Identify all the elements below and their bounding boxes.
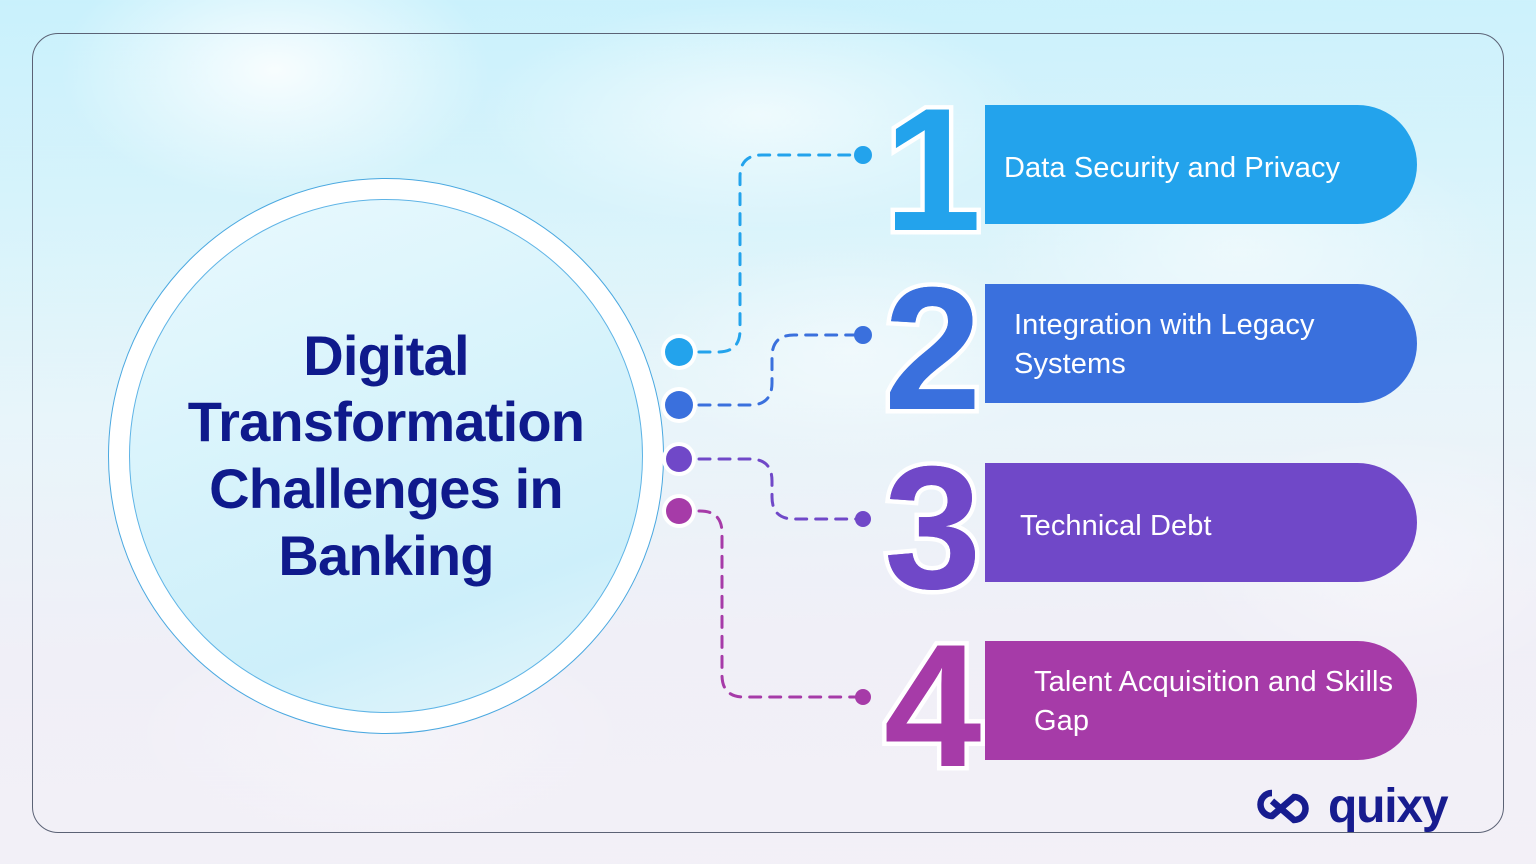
endpoint-dot-1 — [854, 146, 872, 164]
challenge-number-fill-2: 2 — [884, 252, 981, 447]
hub-dot-1 — [665, 338, 693, 366]
challenge-label-1: Data Security and Privacy — [1004, 152, 1341, 184]
hub-dot-3 — [666, 446, 692, 472]
challenge-label-2: Integration with Legacy Systems — [1014, 309, 1315, 381]
brand-name: quixy — [1328, 780, 1449, 833]
connector-path-4 — [677, 509, 865, 699]
endpoint-dot-4 — [855, 689, 871, 705]
hero-circle: Digital Transformation Challenges in Ban… — [129, 199, 643, 713]
list-item[interactable]: 2 2 Integration with Legacy Systems — [879, 258, 1417, 442]
list-item[interactable]: 4 4 Talent Acquisition and Skills Gap — [879, 615, 1417, 799]
page-title: Digital Transformation Challenges in Ban… — [187, 323, 585, 587]
brand-logo[interactable]: quixy — [1252, 780, 1449, 833]
challenge-number-fill-4: 4 — [884, 609, 981, 804]
connector-path-2 — [677, 333, 865, 407]
challenge-bar-2 — [985, 284, 1417, 403]
list-item[interactable]: 1 1 Data Security and Privacy — [879, 79, 1417, 263]
challenge-number-fill-3: 3 — [884, 431, 981, 626]
hub-dot-2 — [665, 391, 693, 419]
hub-dot-4 — [666, 498, 692, 524]
challenge-number-fill-1: 1 — [884, 73, 981, 268]
challenge-bar-1 — [985, 105, 1417, 224]
challenge-number-4: 4 — [879, 609, 985, 804]
list-item[interactable]: 3 3 Technical Debt — [879, 437, 1417, 621]
endpoint-dot-3 — [855, 511, 871, 527]
challenge-number-3: 3 — [879, 431, 985, 626]
endpoint-dot-2 — [854, 326, 872, 344]
challenge-label-4: Talent Acquisition and Skills Gap — [1034, 666, 1394, 738]
challenge-label-3: Technical Debt — [1020, 510, 1212, 542]
challenge-number-1: 1 — [879, 73, 985, 268]
challenge-number-2: 2 — [879, 252, 985, 447]
infographic-frame — [32, 33, 1504, 833]
quixy-knot-icon — [1257, 789, 1309, 824]
challenge-bar-4 — [985, 641, 1417, 760]
connector-path-3 — [677, 457, 865, 521]
connector-path-1 — [677, 153, 865, 354]
challenge-bar-3 — [985, 463, 1417, 582]
